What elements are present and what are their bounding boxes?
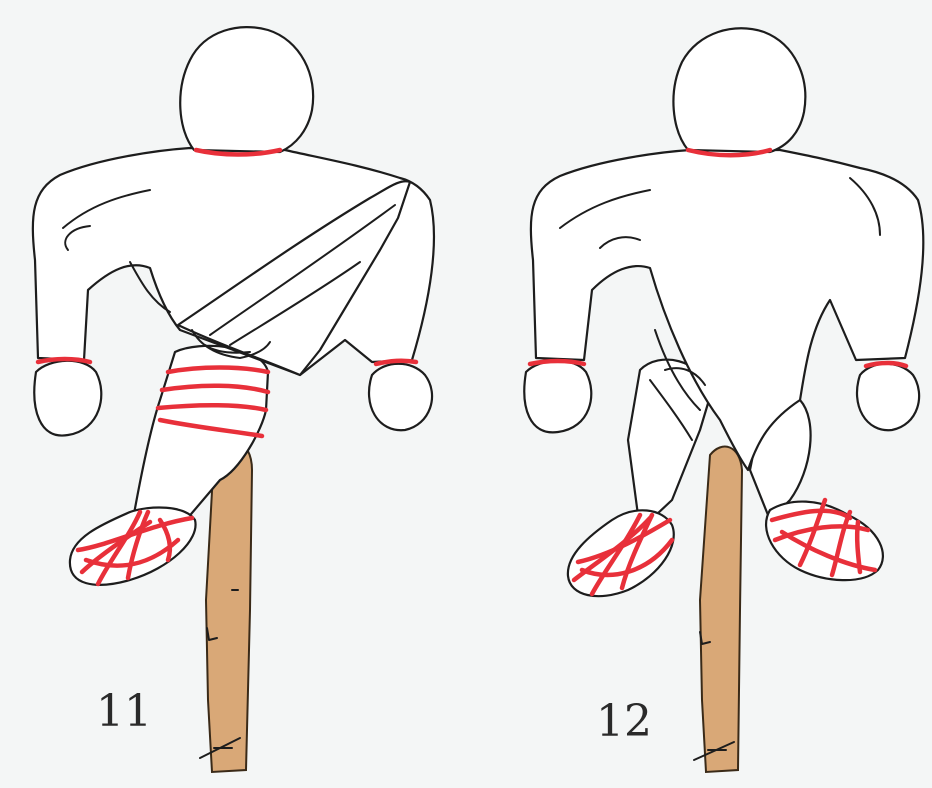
wooden-stick xyxy=(700,447,742,772)
step-number-12: 12 xyxy=(596,700,652,744)
doll-figure-12 xyxy=(524,28,923,772)
doll-head xyxy=(180,27,313,152)
doll-torso xyxy=(531,150,923,470)
step-number-11: 11 xyxy=(96,690,152,734)
doll-right-hand xyxy=(369,364,432,430)
doll-left-hand xyxy=(524,361,591,433)
doll-right-hand xyxy=(857,364,919,430)
doll-left-hand xyxy=(34,361,101,436)
doll-head xyxy=(673,28,805,152)
doll-figure-11 xyxy=(33,27,434,772)
